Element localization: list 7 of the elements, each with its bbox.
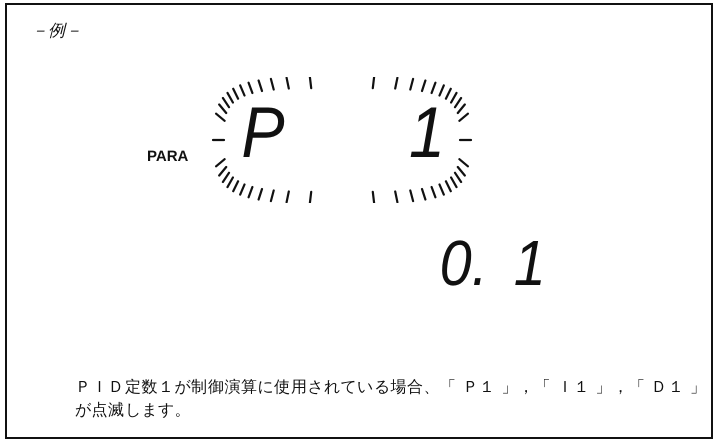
display-character: 1 — [514, 231, 546, 295]
display-character: P — [241, 97, 285, 169]
caption: ＰＩＤ定数１が制御演算に使用されている場合、「 Ｐ１ 」，「 Ｉ１ 」，「 Ｄ１ 」が点滅します。 — [75, 376, 708, 421]
title: －例－ — [31, 20, 82, 42]
display-label: PARA — [147, 148, 188, 165]
display-character: 1 — [409, 97, 446, 169]
display-character: 0. — [440, 231, 488, 295]
